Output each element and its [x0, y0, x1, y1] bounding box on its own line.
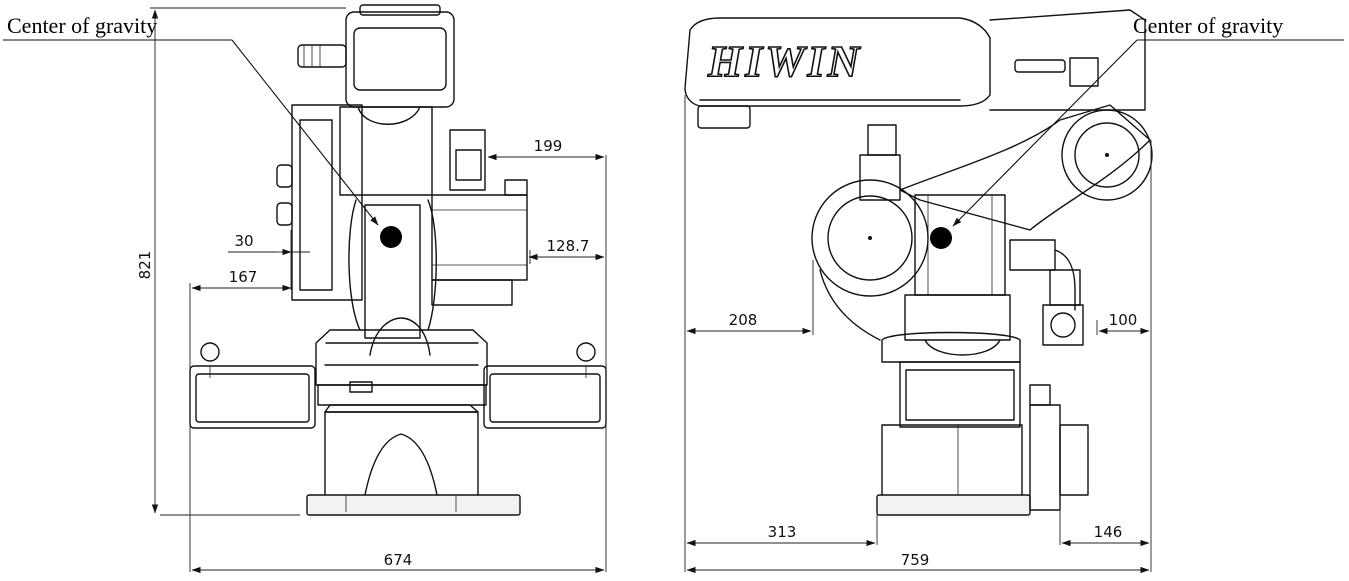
dim-674: 674	[384, 551, 413, 569]
side-base	[876, 331, 1089, 516]
dim-146: 146	[1094, 523, 1123, 541]
side-dimensions	[684, 95, 1152, 574]
side-cog-marker	[930, 227, 952, 249]
side-center-of-gravity: Center of gravity	[930, 13, 1344, 249]
side-cog-label: Center of gravity	[1133, 13, 1283, 38]
dim-128-7: 128.7	[547, 237, 590, 255]
side-upper-link	[899, 104, 1153, 311]
front-wrist	[297, 4, 455, 196]
side-view: HIWIN	[684, 9, 1153, 516]
front-left-motor	[276, 104, 363, 301]
dim-821: 821	[136, 251, 154, 280]
front-cog-label: Center of gravity	[7, 13, 157, 38]
front-lifting-brackets	[189, 342, 607, 429]
side-dimension-labels: 759 313 146 208 100	[729, 311, 1138, 569]
front-base	[306, 381, 521, 516]
front-dimensions	[150, 7, 607, 574]
front-view	[189, 4, 607, 516]
dim-313: 313	[768, 523, 797, 541]
front-dimension-labels: 821 674 167 30 199 128.7	[136, 137, 589, 569]
brand-logo: HIWIN	[707, 37, 862, 86]
front-cog-marker	[380, 226, 402, 248]
side-left-motor	[811, 124, 929, 341]
dim-30: 30	[234, 232, 253, 250]
front-turret	[315, 329, 488, 386]
dim-100: 100	[1109, 311, 1138, 329]
side-wrist-module	[1042, 269, 1084, 346]
side-lower-arm	[904, 194, 1011, 356]
side-forearm: HIWIN	[684, 9, 1146, 129]
dim-208: 208	[729, 311, 758, 329]
front-center-of-gravity: Center of gravity	[3, 13, 402, 248]
front-right-motor	[431, 129, 528, 306]
dim-759: 759	[901, 551, 930, 569]
dim-199: 199	[534, 137, 563, 155]
dim-167: 167	[229, 268, 258, 286]
